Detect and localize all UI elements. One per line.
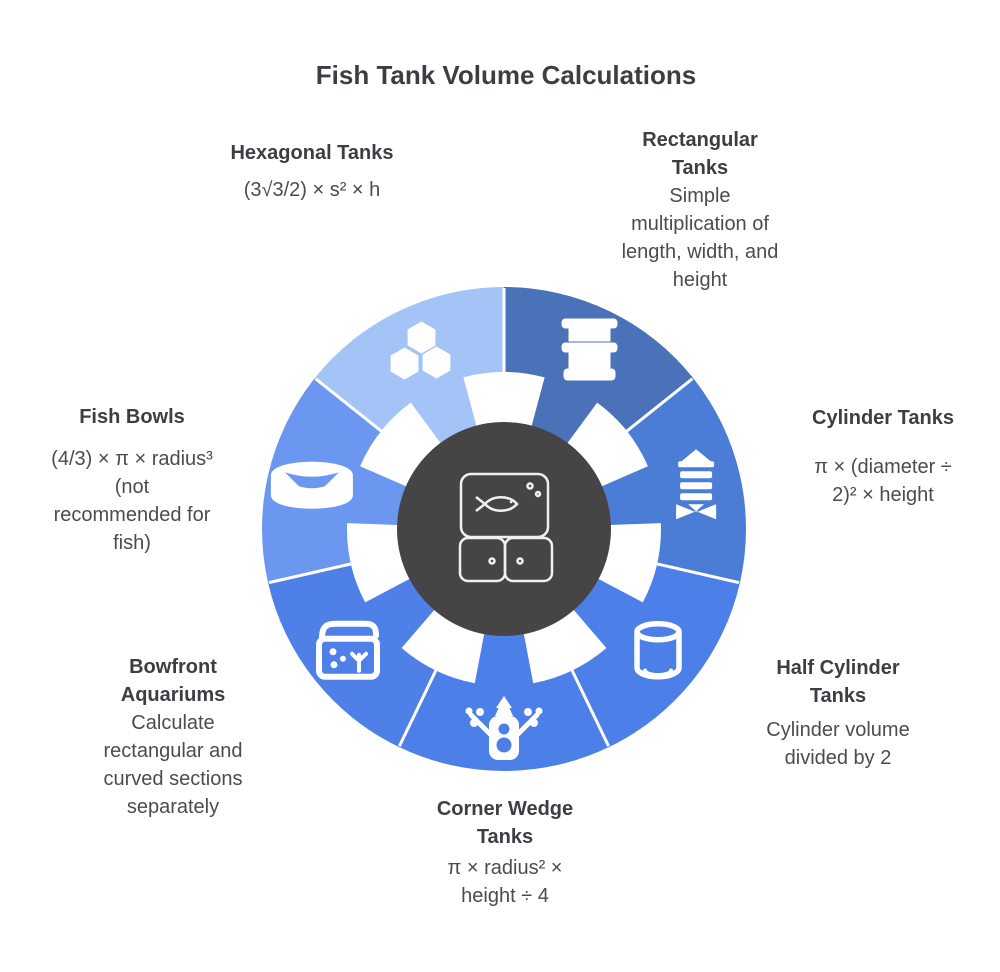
segment-description: Calculate rectangular and curved sections s…: [104, 709, 243, 821]
bottle-plants-icon: [465, 696, 543, 760]
text-line: separately: [126, 796, 220, 818]
text-line: recommended for: [53, 504, 211, 526]
segment-title: Fish Bowls: [79, 406, 185, 428]
segment-title: Cylinder Tanks: [812, 407, 954, 429]
aquarium-icon: [316, 620, 380, 680]
text-line: multiplication of: [631, 213, 769, 235]
page-title: Fish Tank Volume Calculations: [315, 60, 697, 90]
label-cylinder-tanks: Cylinder Tanks π × (diameter ÷ 2)² × heig…: [812, 404, 954, 509]
label-hexagonal-tanks: Hexagonal Tanks (3√3/2) × s² × h: [230, 139, 393, 204]
segment-description: Simple multiplication of length, width, an…: [622, 182, 779, 294]
text-line: divided by 2: [784, 747, 892, 769]
segment-title: Half Cylinder Tanks: [776, 657, 900, 707]
label-half-cylinder-tanks: Half Cylinder Tanks Cylinder volume divid…: [753, 654, 923, 772]
label-corner-wedge-tanks: Corner Wedge Tanks π × radius² × height ÷…: [420, 795, 590, 910]
wheel-icons: [270, 318, 717, 760]
segment-corner_wedge: [399, 529, 609, 771]
text-line: (not: [114, 476, 150, 498]
text-line: rectangular and: [103, 740, 243, 762]
segment-title: Bowfront Aquariums: [120, 656, 226, 706]
text-line: curved sections: [103, 768, 243, 790]
fish-tank-stack-icon: [458, 472, 554, 583]
segment-title: Hexagonal Tanks: [230, 142, 394, 164]
center-hub-circle: [397, 422, 611, 636]
label-bowfront-aquariums: Bowfront Aquariums Calculate rectangular …: [104, 653, 243, 821]
text-line: Cylinder volume: [766, 719, 910, 741]
text-line: Simple: [669, 185, 731, 207]
segment-description: Cylinder volume divided by 2: [753, 716, 923, 772]
text-line: (4/3) × π × radius³: [51, 448, 213, 470]
text-line: π × (diameter ÷: [814, 456, 952, 478]
text-line: fish): [113, 532, 151, 554]
water-tower-icon: [676, 449, 717, 520]
text-line: length, width, and: [621, 241, 779, 263]
text-line: (3√3/2) × s² × h: [243, 179, 381, 201]
segment-formula: (3√3/2) × s² × h: [230, 176, 393, 204]
text-line: 2)² × height: [832, 484, 934, 506]
text-line: Calculate: [131, 712, 215, 734]
barrel-icon: [561, 318, 618, 381]
text-line: π × radius² ×: [447, 857, 563, 879]
hexagons-icon: [390, 321, 451, 380]
segment-formula: π × radius² × height ÷ 4: [420, 854, 590, 910]
segment-title: Rectangular Tanks: [642, 129, 758, 179]
segment-formula: (4/3) × π × radius³ (not recommended for fi…: [51, 445, 213, 557]
label-fish-bowls: Fish Bowls (4/3) × π × radius³ (not recomm…: [51, 403, 213, 557]
inner-notch: [463, 372, 545, 434]
text-line: height ÷ 4: [461, 885, 549, 907]
label-rectangular-tanks: Rectangular Tanks Simple multiplication o…: [622, 126, 779, 294]
segment-title: Corner Wedge Tanks: [436, 798, 574, 848]
segment-formula: π × (diameter ÷ 2)² × height: [812, 453, 954, 509]
text-line: height: [672, 269, 728, 291]
fish-bowl-icon: [270, 461, 353, 509]
open-cylinder-icon: [634, 621, 682, 680]
